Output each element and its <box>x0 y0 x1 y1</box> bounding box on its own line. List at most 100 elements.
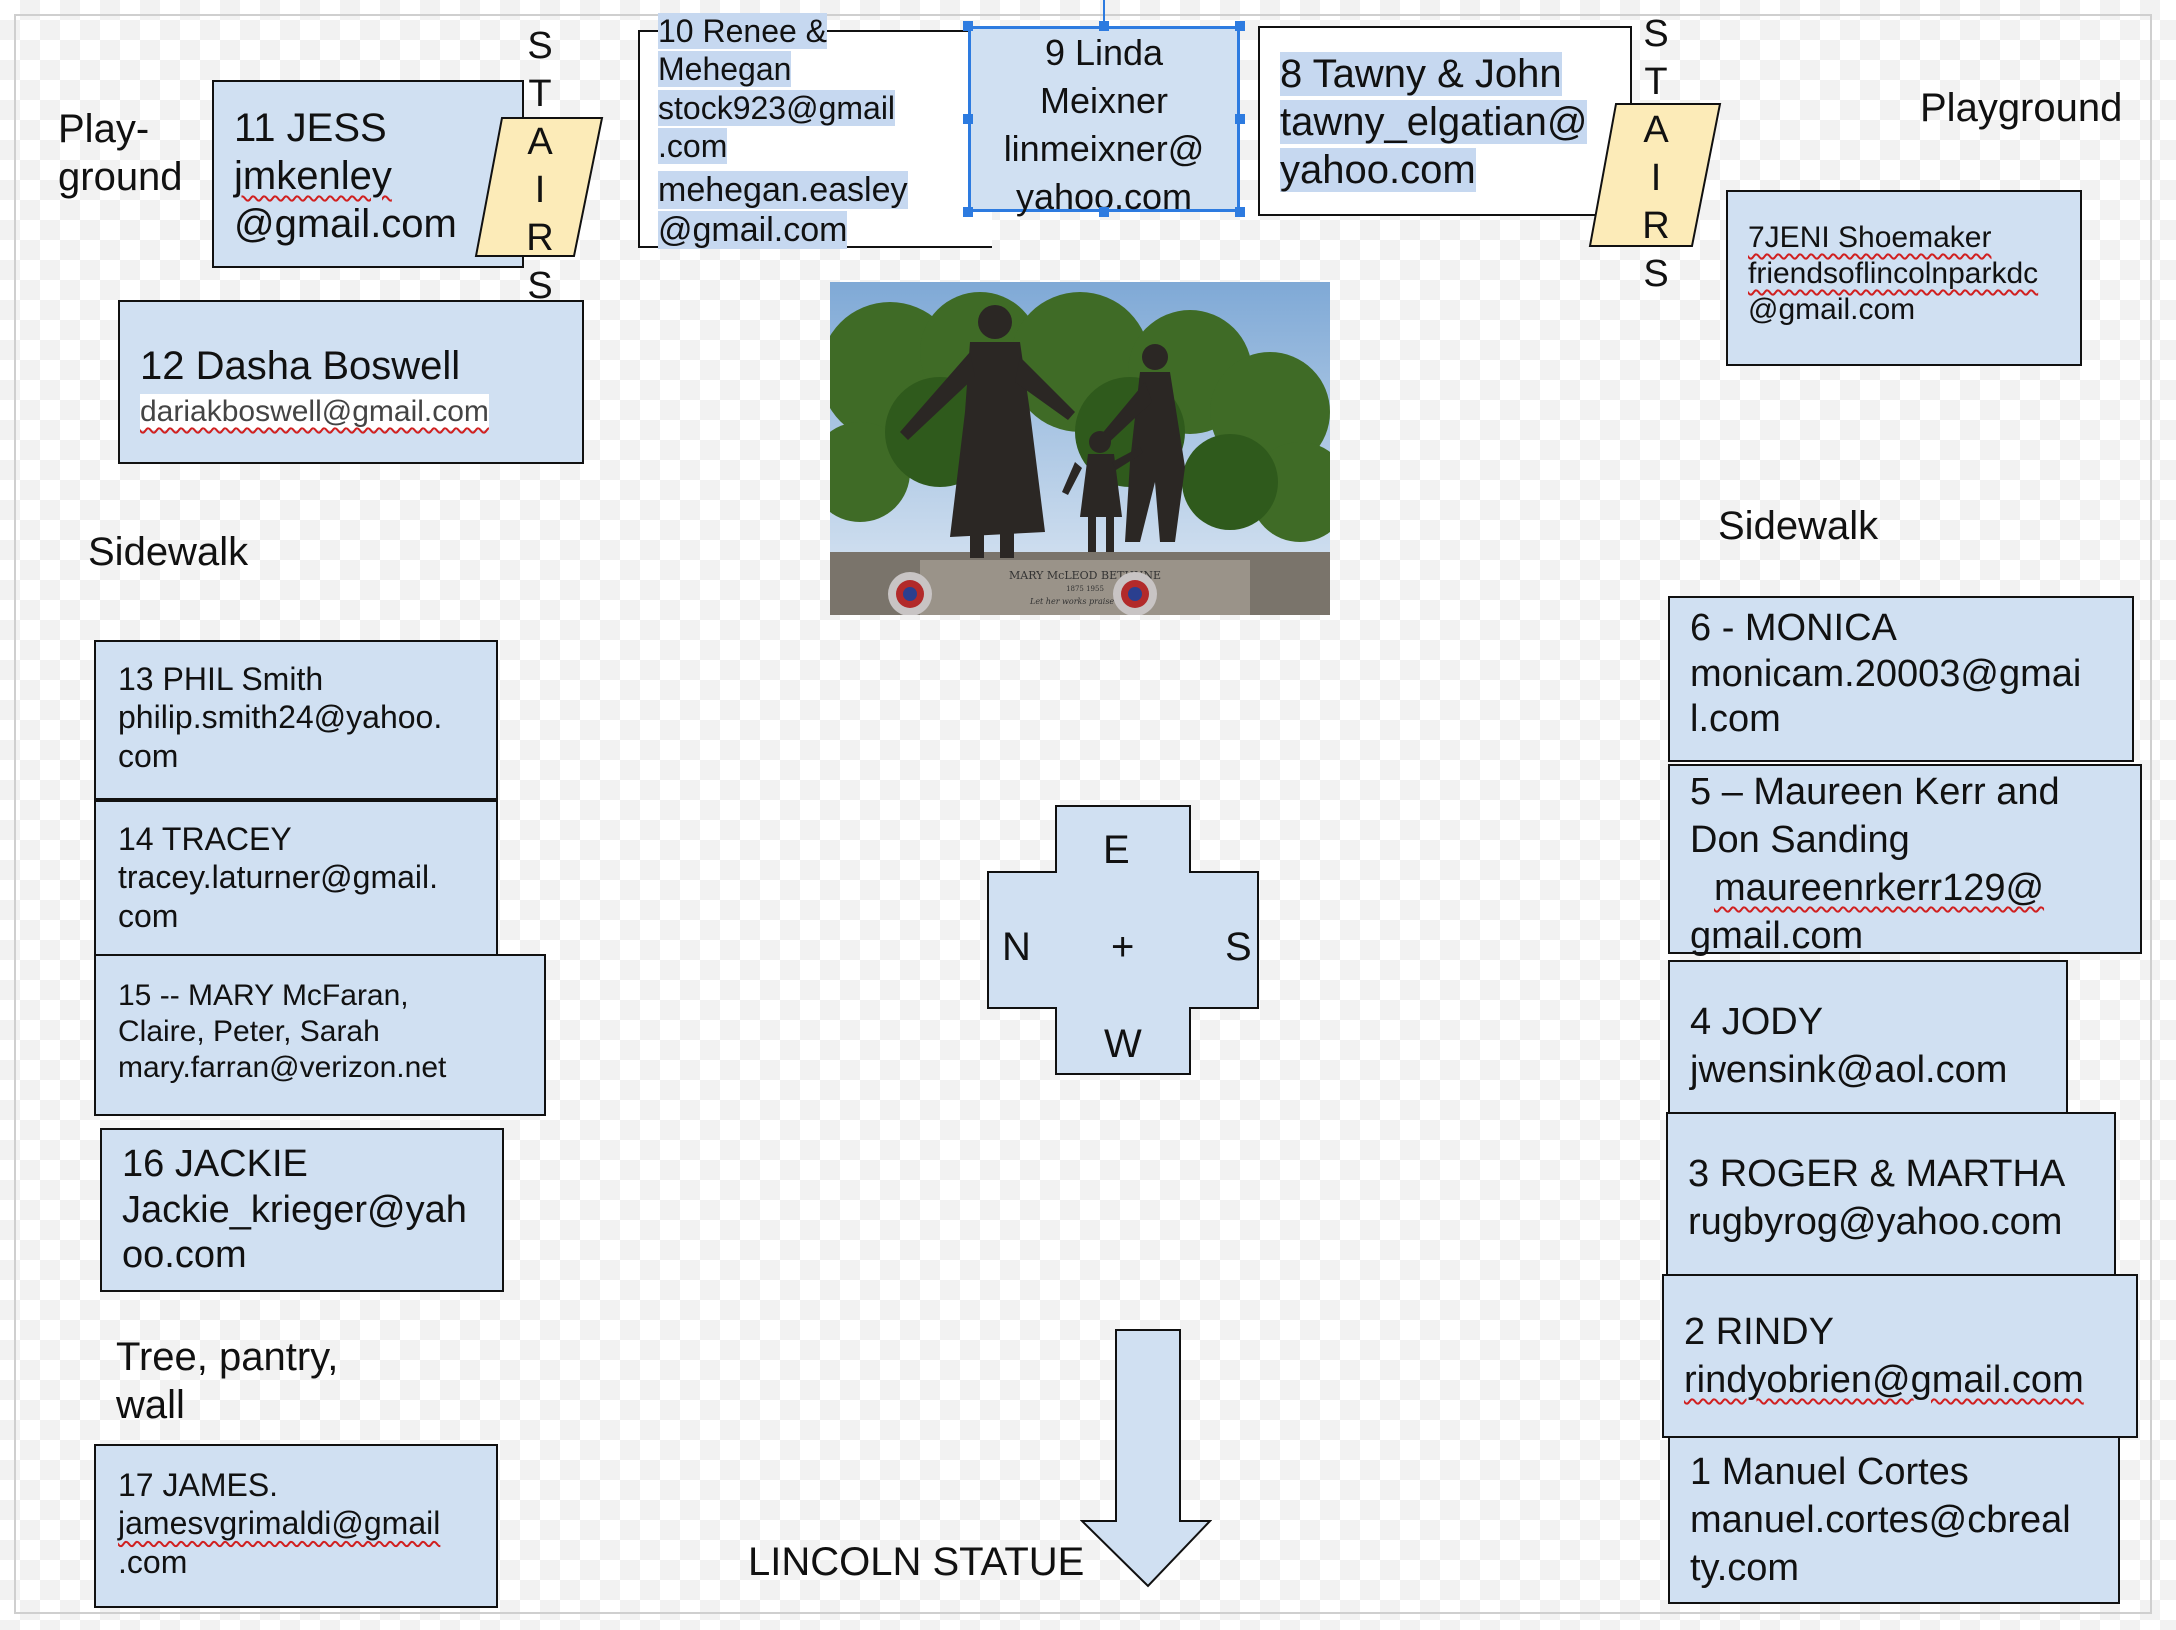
selection-handle[interactable] <box>1099 207 1109 217</box>
compass-north: N <box>1002 925 1031 969</box>
plot-6-title: 6 - MONICA <box>1690 607 1897 649</box>
plot-7-title: 7JENI Shoemaker <box>1748 220 2060 256</box>
plot-2-title: 2 RINDY <box>1684 1311 1834 1353</box>
stairs-letter: S <box>1643 13 1669 55</box>
plot-6-box[interactable]: 6 - MONICA monicam.20003@gmai l.com <box>1668 596 2134 762</box>
sidewalk-right-label: Sidewalk <box>1718 504 1879 548</box>
plot-1-email-line2: ty.com <box>1690 1547 1800 1589</box>
plot-8-email-line2: yahoo.com <box>1280 148 1476 192</box>
stairs-right-letters: S T A I R S <box>1636 10 1676 298</box>
plot-15-title-text: 15 -- MARY McFaran, <box>118 979 409 1012</box>
plot-14-box[interactable]: 14 TRACEY tracey.laturner@gmail. com <box>94 800 498 956</box>
plot-16-email-line1: Jackie_krieger@yah <box>122 1188 467 1231</box>
plot-10-email1-line1: stock923@gmail <box>658 89 896 126</box>
plot-15-email: mary.farran@verizon.net <box>118 1051 447 1084</box>
plot-15-box[interactable]: 15 -- MARY McFaran, Claire, Peter, Sarah… <box>94 954 546 1116</box>
plot-5-name-line2: Don Sanding <box>1690 819 1910 861</box>
plot-13-box[interactable]: 13 PHIL Smith philip.smith24@yahoo. com <box>94 640 498 800</box>
plot-10-email2-line2: @gmail.com <box>658 211 848 250</box>
plot-11-box[interactable]: 11 JESS jmkenley @gmail.com <box>212 80 524 268</box>
bethune-statue-photo: MARY McLEOD BETHUNE 1875 1955 Let her wo… <box>830 282 1330 615</box>
plot-9-box[interactable]: 9 Linda Meixner linmeixner@ yahoo.com <box>968 26 1240 217</box>
plot-7-box[interactable]: 7JENI Shoemaker friendsoflincolnparkdc @… <box>1726 190 2082 366</box>
plot-1-email-line1: manuel.cortes@cbreal <box>1690 1499 2071 1541</box>
plot-10-email1-line2: .com <box>658 128 728 165</box>
plot-8-email-line1: tawny_elgatian@ <box>1280 100 1588 144</box>
plot-5-box[interactable]: 5 – Maureen Kerr and Don Sanding maureen… <box>1668 764 2142 957</box>
plot-14-email-line2: com <box>118 897 179 934</box>
plot-2-box[interactable]: 2 RINDY rindyobrien@gmail.com <box>1662 1274 2138 1438</box>
plot-3-title: 3 ROGER & MARTHA <box>1688 1153 2066 1195</box>
stairs-letter: I <box>1650 157 1662 199</box>
plot-10-text: 10 Renee & Mehegan stock923@gmail .com m… <box>658 12 908 251</box>
plot-12-email: dariakboswell@gmail.com <box>140 394 489 430</box>
selection-handle[interactable] <box>963 21 973 31</box>
plot-16-title: 16 JACKIE <box>122 1143 308 1185</box>
plot-5-title: 5 – Maureen Kerr and <box>1690 771 2060 813</box>
plot-1-title: 1 Manuel Cortes <box>1690 1451 1969 1493</box>
selection-handle[interactable] <box>963 114 973 124</box>
plot-6-email-line2: l.com <box>1690 698 1781 741</box>
stairs-letter: A <box>527 121 553 163</box>
plot-4-title: 4 JODY <box>1690 1001 1824 1043</box>
compass-west: W <box>1104 1022 1142 1066</box>
plot-10-title: 10 Renee & <box>658 13 828 49</box>
plot-13-email-line2: com <box>118 737 179 774</box>
stairs-letter: T <box>1644 61 1668 103</box>
playground-right-label: Playground <box>1920 86 2123 130</box>
photo-inscription-2: 1875 1955 <box>1066 585 1104 593</box>
plot-9-title: 9 Linda <box>1044 32 1164 73</box>
plot-3-box[interactable]: 3 ROGER & MARTHA rugbyrog@yahoo.com <box>1666 1112 2116 1278</box>
playground-left-label: Play- ground <box>58 105 183 201</box>
diagram-canvas <box>14 14 2152 1614</box>
stairs-letter: R <box>526 217 554 259</box>
selection-handle[interactable] <box>1235 21 1245 31</box>
playground-left-line2: ground <box>58 155 183 199</box>
stairs-letter: T <box>528 73 552 115</box>
compass-east: E <box>1103 828 1130 872</box>
plot-13-email-line1: philip.smith24@yahoo. <box>118 699 443 736</box>
plot-1-box[interactable]: 1 Manuel Cortes manuel.cortes@cbreal ty.… <box>1668 1436 2120 1604</box>
stairs-letter: S <box>527 25 553 67</box>
stairs-letter: R <box>1642 205 1670 247</box>
plot-3-email: rugbyrog@yahoo.com <box>1688 1201 2063 1243</box>
plot-6-email-line1: monicam.20003@gmai <box>1690 652 2082 695</box>
selection-handle[interactable] <box>1235 207 1245 217</box>
plot-16-box[interactable]: 16 JACKIE Jackie_krieger@yah oo.com <box>100 1128 504 1292</box>
plot-7-email-line1: friendsoflincolnparkdc <box>1748 257 2039 290</box>
plot-17-box[interactable]: 17 JAMES. jamesvgrimaldi@gmail .com <box>94 1444 498 1608</box>
down-arrow-icon <box>1080 1329 1212 1588</box>
compass-center: + <box>1111 925 1135 969</box>
plot-5-email-line2: gmail.com <box>1690 915 1864 957</box>
plot-4-email: jwensink@aol.com <box>1690 1049 2008 1091</box>
selection-rotate-line <box>1103 0 1105 22</box>
compass-south: S <box>1225 925 1252 969</box>
plot-10-email2-line1: mehegan.easley <box>658 170 908 209</box>
plot-5-email-line1: maureenrkerr129@ <box>1714 867 2045 909</box>
plot-15-title: 15 -- MARY McFaran, <box>118 978 522 1014</box>
selection-handle[interactable] <box>963 207 973 217</box>
plot-9-email-line1: linmeixner@ <box>1003 128 1205 169</box>
selection-handle[interactable] <box>1235 114 1245 124</box>
stairs-letter: S <box>1643 253 1669 295</box>
stairs-right-shape <box>1588 103 1722 247</box>
plot-14-email-line1: tracey.laturner@gmail. <box>118 859 438 896</box>
plot-14-title: 14 TRACEY <box>118 821 292 857</box>
plot-7-title-text: 7JENI Shoemaker <box>1748 221 1992 254</box>
plot-16-email-line2: oo.com <box>122 1234 247 1277</box>
plot-2-email: rindyobrien@gmail.com <box>1684 1359 2084 1401</box>
selection-handle[interactable] <box>1099 21 1109 31</box>
compass-shape <box>987 805 1259 1075</box>
plot-17-title: 17 JAMES. <box>118 1467 279 1503</box>
plot-13-title: 13 PHIL Smith <box>118 661 324 697</box>
plot-9-name-line2: Meixner <box>1039 80 1169 121</box>
plot-10-name-line2: Mehegan <box>658 51 792 88</box>
stairs-letter: A <box>1643 109 1669 151</box>
tree-line1: Tree, pantry, <box>116 1335 339 1379</box>
lincoln-statue-label: LINCOLN STATUE <box>748 1540 1085 1584</box>
plot-12-box[interactable]: 12 Dasha Boswell dariakboswell@gmail.com <box>118 300 584 464</box>
plot-4-box[interactable]: 4 JODY jwensink@aol.com <box>1668 960 2068 1124</box>
plot-8-title: 8 Tawny & John <box>1280 52 1562 96</box>
sidewalk-left-label: Sidewalk <box>88 530 249 574</box>
plot-8-box[interactable]: 8 Tawny & John tawny_elgatian@ yahoo.com <box>1258 26 1632 216</box>
